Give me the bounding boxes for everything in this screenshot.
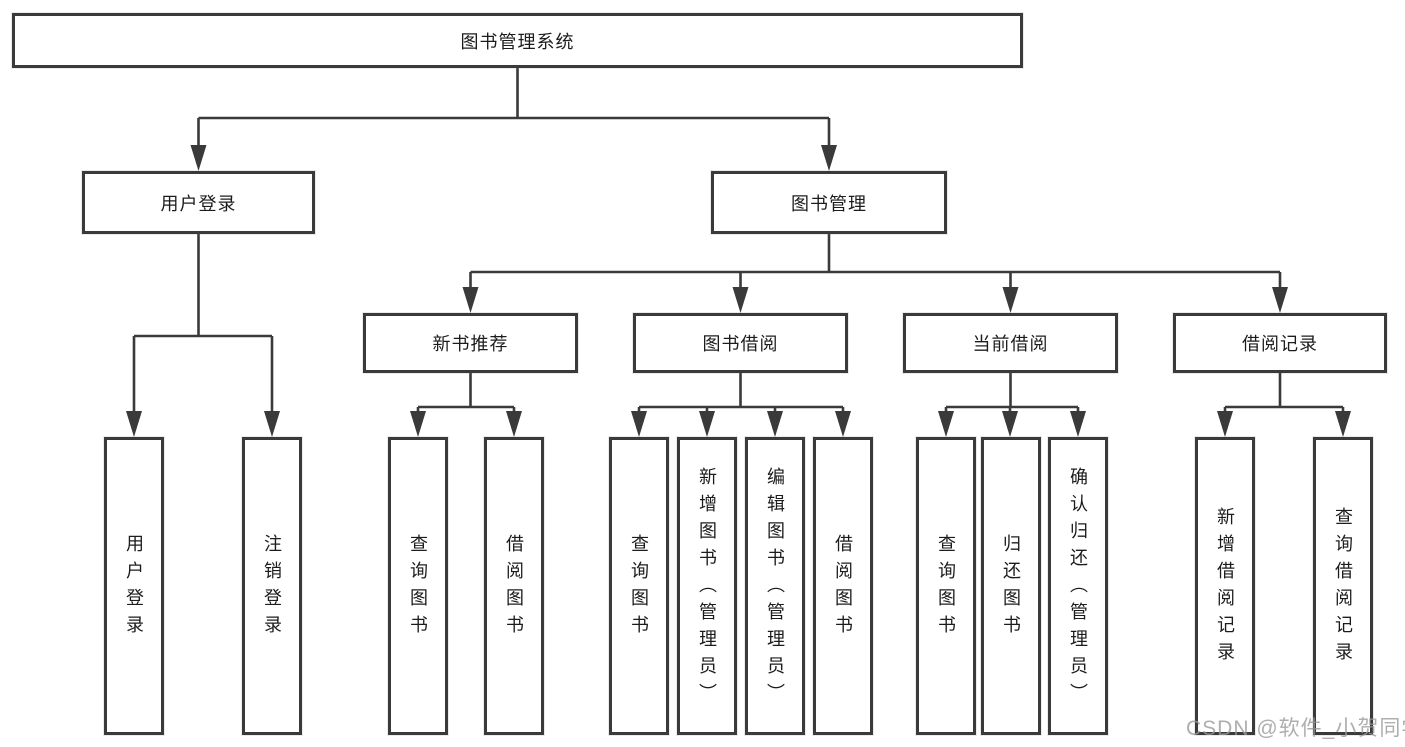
watermark: CSDN @软件_小贺同学 bbox=[1186, 717, 1405, 740]
leaf-query-books-current: 查询图书 bbox=[916, 437, 976, 735]
leaf-add-borrow-record: 新增借阅记录 bbox=[1195, 437, 1255, 735]
leaf-edit-books-admin: 编辑图书（管理员） bbox=[745, 437, 805, 735]
node-current-borrow: 当前借阅 bbox=[903, 313, 1118, 373]
leaf-borrow-books: 借阅图书 bbox=[813, 437, 873, 735]
node-book-borrow: 图书借阅 bbox=[633, 313, 848, 373]
leaf-user-login: 用户登录 bbox=[104, 437, 164, 735]
leaf-borrow-books-recommend: 借阅图书 bbox=[484, 437, 544, 735]
node-book-management: 图书管理 bbox=[711, 171, 947, 234]
leaf-query-borrow-record: 查询借阅记录 bbox=[1313, 437, 1373, 735]
leaf-query-books-recommend: 查询图书 bbox=[388, 437, 448, 735]
node-borrow-record: 借阅记录 bbox=[1173, 313, 1387, 373]
leaf-confirm-return-admin: 确认归还（管理员） bbox=[1048, 437, 1108, 735]
leaf-query-books-borrow: 查询图书 bbox=[609, 437, 669, 735]
node-root: 图书管理系统 bbox=[12, 13, 1023, 68]
node-new-book-recommend: 新书推荐 bbox=[363, 313, 578, 373]
node-user-login: 用户登录 bbox=[82, 171, 315, 234]
leaf-logout-login: 注销登录 bbox=[242, 437, 302, 735]
leaf-return-books: 归还图书 bbox=[981, 437, 1041, 735]
leaf-add-books-admin: 新增图书（管理员） bbox=[677, 437, 737, 735]
